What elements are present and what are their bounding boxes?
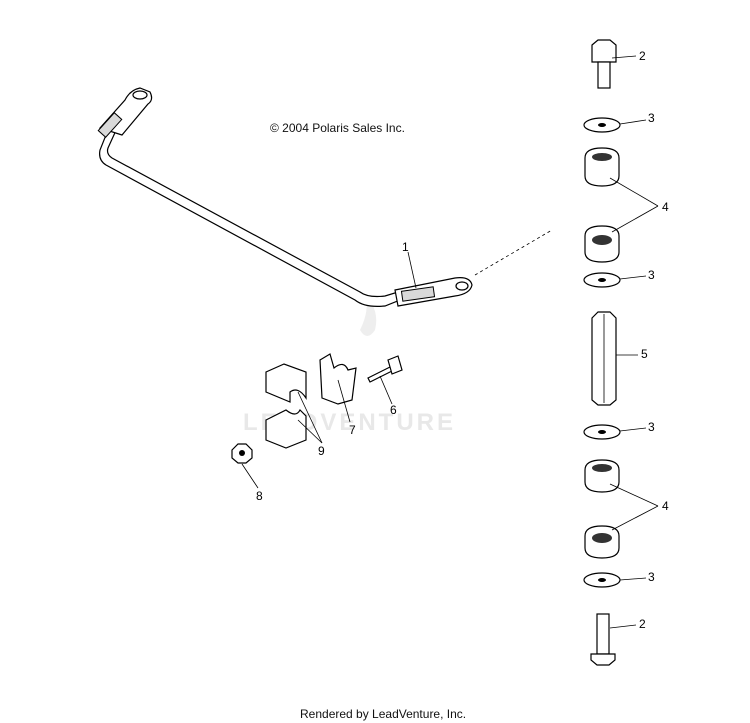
stabilizer-bar [97, 87, 553, 307]
callout-3-d: 3 [648, 570, 655, 584]
washer-4 [583, 572, 621, 588]
bushing-top-2 [584, 459, 620, 493]
callouts: 1 2 3 4 3 5 3 4 3 2 6 7 8 9 [256, 49, 669, 631]
bushing-top-1 [584, 147, 620, 187]
callout-4-a: 4 [662, 200, 669, 214]
clamp-bracket [319, 353, 357, 405]
watermark: LEADVENTURE [243, 295, 453, 436]
callout-3-a: 3 [648, 111, 655, 125]
carriage-bolt [367, 355, 403, 383]
washer-3 [583, 424, 621, 440]
callout-2-bottom: 2 [639, 617, 646, 631]
bushing-bottom-2 [584, 525, 620, 559]
callout-9: 9 [318, 444, 325, 458]
leader-lines [241, 55, 659, 629]
callout-3-b: 3 [648, 268, 655, 282]
bushing-bottom-1 [584, 225, 620, 263]
nut [231, 443, 253, 464]
callout-6: 6 [390, 403, 397, 417]
callout-3-c: 3 [648, 420, 655, 434]
clamp-block-lower [265, 408, 307, 449]
callout-5: 5 [641, 347, 648, 361]
footer-credit: Rendered by LeadVenture, Inc. [300, 707, 466, 721]
callout-4-b: 4 [662, 499, 669, 513]
bolt-bottom [590, 613, 616, 666]
copyright-text: © 2004 Polaris Sales Inc. [270, 121, 405, 135]
callout-1: 1 [402, 240, 409, 254]
washer-1 [583, 117, 621, 133]
callout-2-top: 2 [639, 49, 646, 63]
callout-7: 7 [349, 423, 356, 437]
clamp-block-upper [265, 363, 307, 403]
washer-2 [583, 272, 621, 288]
callout-8: 8 [256, 489, 263, 503]
bolt-top [591, 39, 617, 89]
spacer-tube [591, 311, 617, 406]
